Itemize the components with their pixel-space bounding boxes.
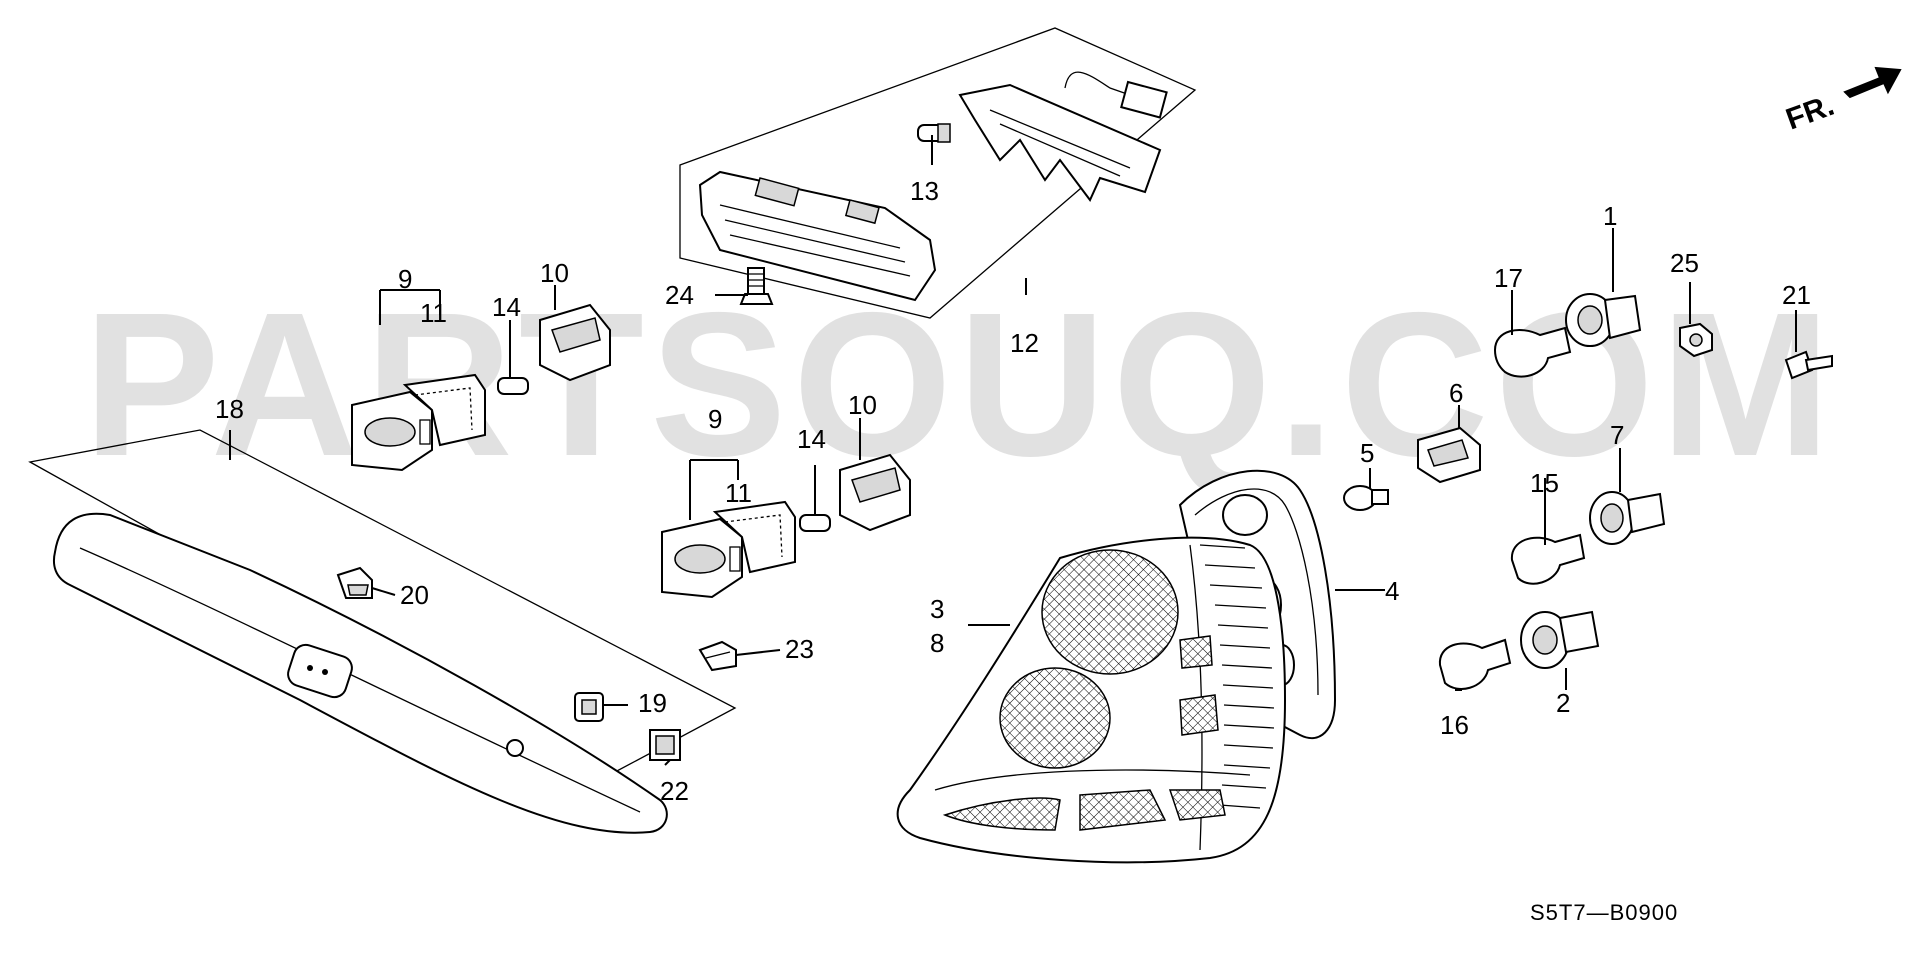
part-label-24: 24 (665, 280, 694, 310)
part-labels: 1 2 3 8 4 5 6 7 9 11 10 14 9 11 10 14 12… (215, 176, 1811, 806)
bulbs-sockets-group (1343, 293, 1833, 690)
clip-20-icon (336, 566, 373, 599)
tail-light-group (896, 469, 1337, 864)
part-label-12: 12 (1010, 328, 1039, 358)
trunk-garnish-group (28, 429, 737, 834)
license-light-right-group (661, 453, 911, 599)
bulb-16-icon (1438, 638, 1512, 690)
part-label-23: 23 (785, 634, 814, 664)
part-label-9-right: 9 (708, 404, 722, 434)
high-mount-stop-light-group (679, 27, 1197, 319)
bulb-5-icon (1343, 485, 1389, 511)
part-label-20: 20 (400, 580, 429, 610)
part-label-14-right: 14 (797, 424, 826, 454)
diagram-code: S5T7—B0900 (1530, 900, 1678, 925)
arrow-up-right-icon (1843, 66, 1902, 99)
part-label-18: 18 (215, 394, 244, 424)
socket-2-icon (1520, 610, 1600, 669)
part-label-11-left: 11 (420, 298, 447, 328)
part-label-15: 15 (1530, 468, 1559, 498)
part-label-2: 2 (1556, 688, 1570, 718)
leader-lines (229, 135, 1797, 766)
part-label-4: 4 (1385, 576, 1399, 606)
screw-23-icon (698, 640, 737, 672)
nut-19-icon (574, 692, 604, 722)
part-label-1: 1 (1603, 201, 1617, 231)
part-label-10-right: 10 (848, 390, 877, 420)
part-label-14-left: 14 (492, 292, 521, 322)
part-label-25: 25 (1670, 248, 1699, 278)
part-label-10-left: 10 (540, 258, 569, 288)
screw-24-icon (739, 267, 774, 305)
front-direction-indicator: FR. (1782, 66, 1902, 137)
socket-7-icon (1589, 491, 1666, 545)
front-direction-label: FR. (1782, 89, 1839, 137)
part-label-6: 6 (1449, 378, 1463, 408)
part-label-7: 7 (1610, 420, 1624, 450)
part-label-11-right: 11 (725, 478, 752, 508)
part-label-9-left: 9 (398, 264, 412, 294)
bulb-15-icon (1510, 533, 1586, 585)
part-label-5: 5 (1360, 438, 1374, 468)
bulb-14-right-icon (799, 514, 831, 532)
license-light-left-group (351, 303, 611, 472)
bulb-14-left-icon (497, 377, 529, 395)
clip-22-icon (649, 729, 681, 761)
part-label-21: 21 (1782, 280, 1811, 310)
part-label-22: 22 (660, 776, 689, 806)
part-label-3: 3 (930, 594, 944, 624)
socket-6-icon (1417, 426, 1481, 484)
socket-1-icon (1565, 293, 1642, 347)
nut-25-icon (1679, 322, 1713, 358)
screw-21-icon (1784, 350, 1833, 380)
part-label-13: 13 (910, 176, 939, 206)
part-label-17: 17 (1494, 263, 1523, 293)
part-label-19: 19 (638, 688, 667, 718)
part-label-16: 16 (1440, 710, 1469, 740)
socket-10-left-icon (539, 303, 611, 382)
part-label-8: 8 (930, 628, 944, 658)
bulb-13-icon (917, 123, 951, 143)
socket-10-right-icon (839, 453, 911, 532)
